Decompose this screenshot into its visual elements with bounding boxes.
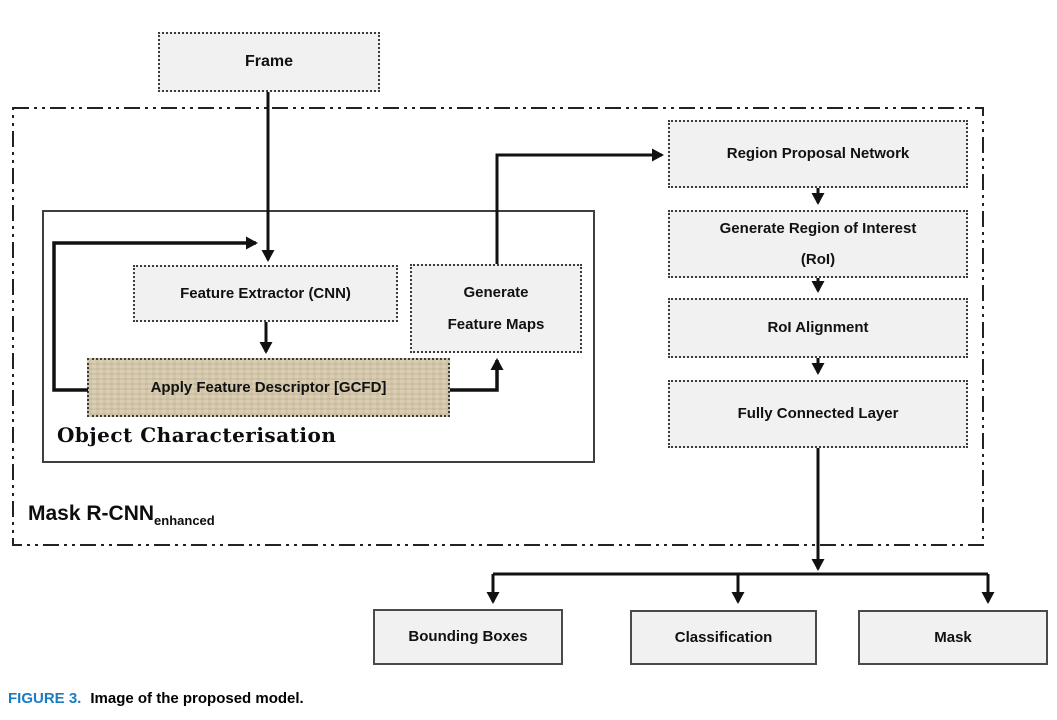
mask-rcnn-label-main: Mask R-CNN (28, 502, 155, 525)
node-classification: Classification (630, 610, 817, 665)
node-bounding-boxes: Bounding Boxes (373, 609, 563, 665)
node-frame: Frame (158, 32, 380, 92)
node-generate-feature-maps: Generate Feature Maps (410, 264, 582, 353)
mask-rcnn-label-subscript: enhanced (154, 513, 215, 529)
mask-rcnn-enhanced-label: Mask R-CNNenhanced (28, 502, 215, 528)
node-region-proposal-network: Region Proposal Network (668, 120, 968, 188)
node-generate-region-of-interest: Generate Region of Interest (RoI) (668, 210, 968, 278)
node-feature-extractor: Feature Extractor (CNN) (133, 265, 398, 322)
figure-caption: FIGURE 3. Image of the proposed model. (8, 690, 304, 707)
node-fully-connected-layer: Fully Connected Layer (668, 380, 968, 448)
node-mask: Mask (858, 610, 1048, 665)
object-characterisation-label: Object Characterisation (57, 423, 337, 447)
figure-caption-number: FIGURE 3. (8, 690, 82, 707)
node-roi-alignment: RoI Alignment (668, 298, 968, 358)
figure-caption-text: Image of the proposed model. (90, 690, 304, 707)
node-apply-feature-descriptor: Apply Feature Descriptor [GCFD] (87, 358, 450, 417)
